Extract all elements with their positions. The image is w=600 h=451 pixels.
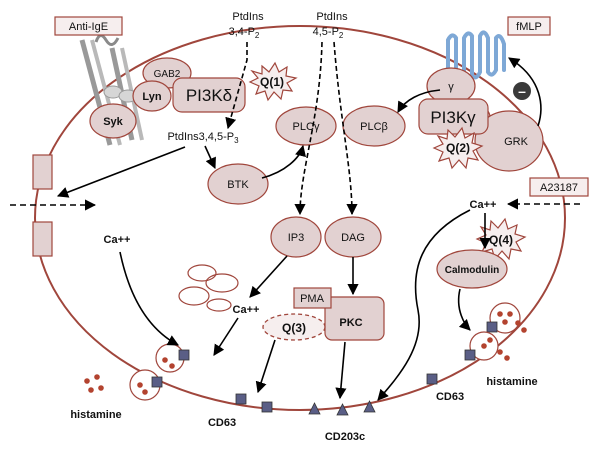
ptdins34-line2: 3,4-P2	[229, 26, 260, 40]
arrow-ca-cd203c	[377, 209, 471, 401]
pi3k-delta-box	[172, 77, 246, 113]
ip3-label: IP3	[288, 232, 305, 244]
arrow-ca-granule-mid	[213, 317, 239, 356]
a23187-label: A23187	[540, 182, 578, 194]
pip3-sub: 3	[234, 136, 239, 145]
arrow-grk-receptor	[508, 57, 542, 127]
plcg-node	[275, 106, 337, 146]
arrow-ptdins34-pip3	[225, 42, 248, 130]
minus-sign: –	[518, 83, 526, 99]
granule-right-upper	[486, 302, 527, 334]
arrow-ptdins45-ip3	[294, 41, 323, 216]
q1-starburst	[248, 61, 298, 102]
arrow-pip3-btk	[204, 145, 216, 170]
cd63-marker-1	[235, 393, 247, 405]
grk-node	[474, 110, 544, 172]
ca-left: Ca++	[104, 234, 131, 246]
btk-node	[207, 163, 269, 205]
pi3k-delta-label: PI3Kδ	[186, 86, 232, 105]
ca-right: Ca++	[470, 199, 497, 211]
arrow-ip3-ca	[249, 255, 288, 298]
btk-label: BTK	[227, 179, 249, 191]
pma-label: PMA	[300, 293, 325, 305]
arrow-calmodulin-granule	[457, 288, 471, 331]
arrow-pkc-cd203c	[335, 341, 347, 400]
inhibition-node	[513, 82, 531, 100]
gpcr-receptor	[446, 30, 506, 80]
channel-upper	[32, 154, 53, 190]
histamine-dots-left	[84, 374, 104, 393]
granule-right-lower	[464, 331, 510, 361]
pi3k-gamma-box	[418, 98, 489, 135]
syk-label: Syk	[103, 116, 123, 128]
cd203c-label: CD203c	[325, 431, 365, 443]
pma-box	[293, 287, 332, 309]
g-gamma-label: γ	[448, 81, 454, 93]
pip3-label: PtdIns3,4,5-P3	[167, 131, 239, 145]
channel-lower	[32, 221, 53, 257]
calmodulin-label: Calmodulin	[445, 265, 499, 276]
ptdins45-sub: 2	[339, 31, 344, 40]
ip3-node	[270, 216, 322, 258]
cd63-right-label: CD63	[436, 391, 464, 403]
plcb-label: PLCβ	[360, 121, 388, 133]
q2-label: Q(2)	[446, 141, 470, 155]
histamine-right-label: histamine	[486, 376, 537, 388]
cd63-left-label: CD63	[208, 417, 236, 429]
granule-left-lower	[129, 369, 163, 401]
granule-left-upper	[155, 343, 190, 373]
arrow-ca-granule-left	[119, 251, 179, 346]
arrow-q3-cd63	[255, 339, 276, 394]
lyn-node	[132, 80, 172, 112]
plcg-label: PLCγ	[293, 121, 320, 133]
er-vesicles	[178, 264, 239, 312]
arrow-btk-plcg	[261, 144, 306, 179]
pkc-box	[324, 296, 385, 341]
pip3-text: PtdIns3,4,5-P	[167, 131, 234, 143]
a23187-box	[529, 177, 589, 197]
arrows	[10, 41, 580, 401]
syk-node	[89, 103, 137, 139]
cd203c-marker-1	[308, 402, 321, 415]
fmlp-box	[507, 16, 551, 36]
grk-label: GRK	[504, 136, 529, 148]
ca-mid: Ca++	[233, 304, 260, 316]
lyn-label: Lyn	[142, 91, 161, 103]
q3-ellipse	[262, 313, 326, 341]
arrow-gbeta-plcb	[397, 89, 441, 113]
ptdins45-line2: 4,5-P2	[313, 26, 344, 40]
gab2-label: GAB2	[154, 69, 181, 80]
anti-ige-box	[54, 16, 123, 36]
arrow-pip3-channel	[56, 146, 186, 198]
dag-label: DAG	[341, 232, 365, 244]
fmlp-label: fMLP	[516, 21, 542, 33]
calmodulin-node	[436, 249, 508, 289]
cd63-marker-2	[261, 401, 273, 413]
q3-label: Q(3)	[282, 321, 306, 335]
cd203c-marker-3	[363, 400, 376, 413]
q1-label: Q(1)	[260, 75, 284, 89]
ptdins34-text: 3,4-P	[229, 26, 255, 38]
histamine-left-label: histamine	[70, 409, 121, 421]
ptdins34-line1: PtdIns	[232, 11, 264, 23]
cd63-marker-right	[426, 373, 438, 385]
anti-ige-label: Anti-IgE	[69, 21, 108, 33]
q2-starburst	[432, 126, 484, 170]
ptdins45-line1: PtdIns	[316, 11, 348, 23]
pkc-label: PKC	[339, 317, 362, 329]
cell-membrane	[34, 25, 566, 411]
q4-label: Q(4)	[489, 233, 513, 247]
cd203c-marker-2	[336, 403, 349, 416]
ptdins34-sub: 2	[255, 31, 260, 40]
ptdins45-text: 4,5-P	[313, 26, 339, 38]
arrow-ptdins45-dag	[333, 41, 358, 216]
pi3k-gamma-label: PI3Kγ	[430, 108, 476, 127]
